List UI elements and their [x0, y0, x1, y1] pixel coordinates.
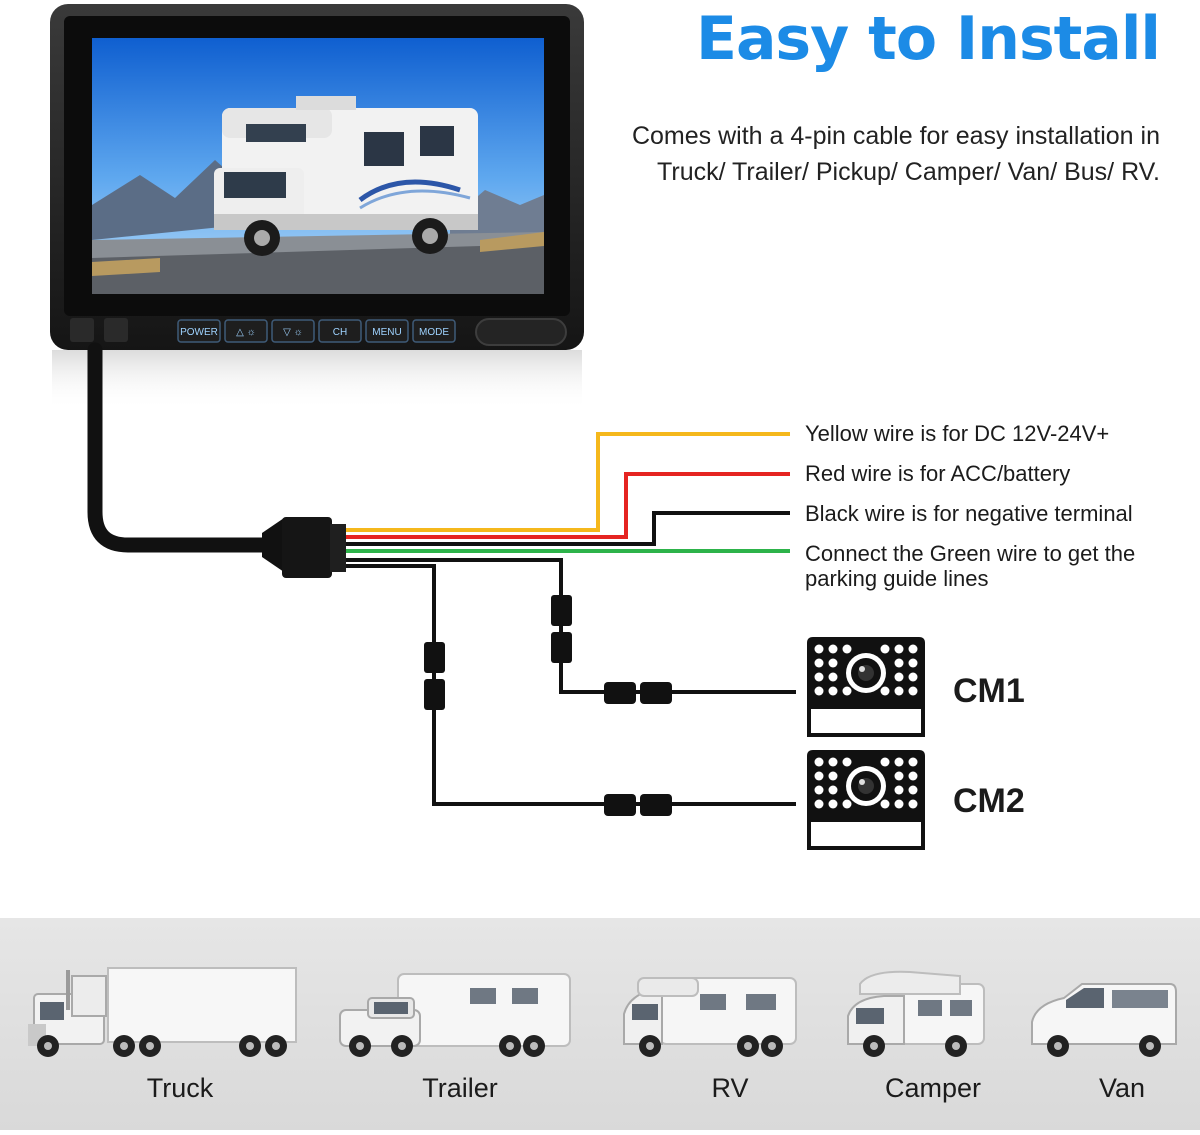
green-wire-label: Connect the Green wire to get the parkin…	[805, 541, 1190, 591]
monitor: POWER △ ☼ ▽ ☼ CH MENU MODE	[50, 4, 584, 350]
vehicle-icons	[28, 967, 1177, 1057]
green-wire-label-line-2: parking guide lines	[805, 566, 989, 591]
monitor-button-row: POWER △ ☼ ▽ ☼ CH MENU MODE	[177, 319, 456, 343]
subtitle-line-1: Comes with a 4-pin cable for easy instal…	[631, 122, 1160, 150]
monitor-screen-image	[92, 38, 544, 294]
monitor-button-5[interactable]: MODE	[412, 319, 456, 343]
four-pin-connector	[262, 517, 346, 578]
rv-icon	[623, 977, 797, 1057]
red-wire-label: Red wire is for ACC/battery	[805, 461, 1071, 486]
camera-cable-cm1	[346, 558, 796, 694]
monitor-button-label: CH	[333, 327, 347, 338]
monitor-button-3[interactable]: CH	[318, 319, 362, 343]
black-wire	[346, 511, 790, 546]
yellow-wire	[346, 432, 790, 532]
camera-cm2-icon	[807, 750, 925, 850]
vehicle-label-rv: RV	[711, 1073, 749, 1103]
red-wire	[346, 472, 790, 539]
subtitle-line-2: Truck/ Trailer/ Pickup/ Camper/ Van/ Bus…	[657, 158, 1160, 186]
monitor-button-2[interactable]: ▽ ☼	[271, 319, 315, 343]
vehicle-label-camper: Camper	[884, 1073, 982, 1103]
van-icon	[1031, 983, 1177, 1057]
page-subtitle: Comes with a 4-pin cable for easy instal…	[560, 118, 1160, 190]
black-wire-label: Black wire is for negative terminal	[805, 501, 1133, 526]
camera-label-cm1: CM1	[953, 672, 1025, 710]
green-wire-label-line-1: Connect the Green wire to get the	[805, 541, 1136, 566]
camper-icon	[847, 970, 985, 1057]
truck-icon	[28, 967, 297, 1057]
vehicle-label-van: Van	[1098, 1073, 1146, 1103]
main-cable	[87, 342, 270, 553]
monitor-button-label: MODE	[419, 327, 449, 338]
vehicle-strip	[0, 918, 1200, 1130]
monitor-button-label: POWER	[180, 327, 218, 338]
yellow-wire-label: Yellow wire is for DC 12V-24V+	[805, 421, 1110, 446]
monitor-button-0[interactable]: POWER	[177, 319, 221, 343]
page-title: Easy to Install	[695, 4, 1161, 74]
monitor-button-label: MENU	[372, 327, 401, 338]
monitor-button-4[interactable]: MENU	[365, 319, 409, 343]
monitor-reflection	[52, 350, 582, 410]
vehicle-label-trailer: Trailer	[422, 1073, 498, 1103]
camera-label-cm2: CM2	[953, 782, 1025, 820]
cable-plugs	[424, 595, 672, 816]
monitor-button-label: ▽ ☼	[283, 327, 303, 338]
trailer-icon	[339, 973, 571, 1057]
monitor-button-1[interactable]: △ ☼	[224, 319, 268, 343]
vehicle-label-truck: Truck	[146, 1073, 214, 1103]
monitor-button-label: △ ☼	[236, 327, 256, 338]
camera-cm1-icon	[807, 637, 925, 737]
